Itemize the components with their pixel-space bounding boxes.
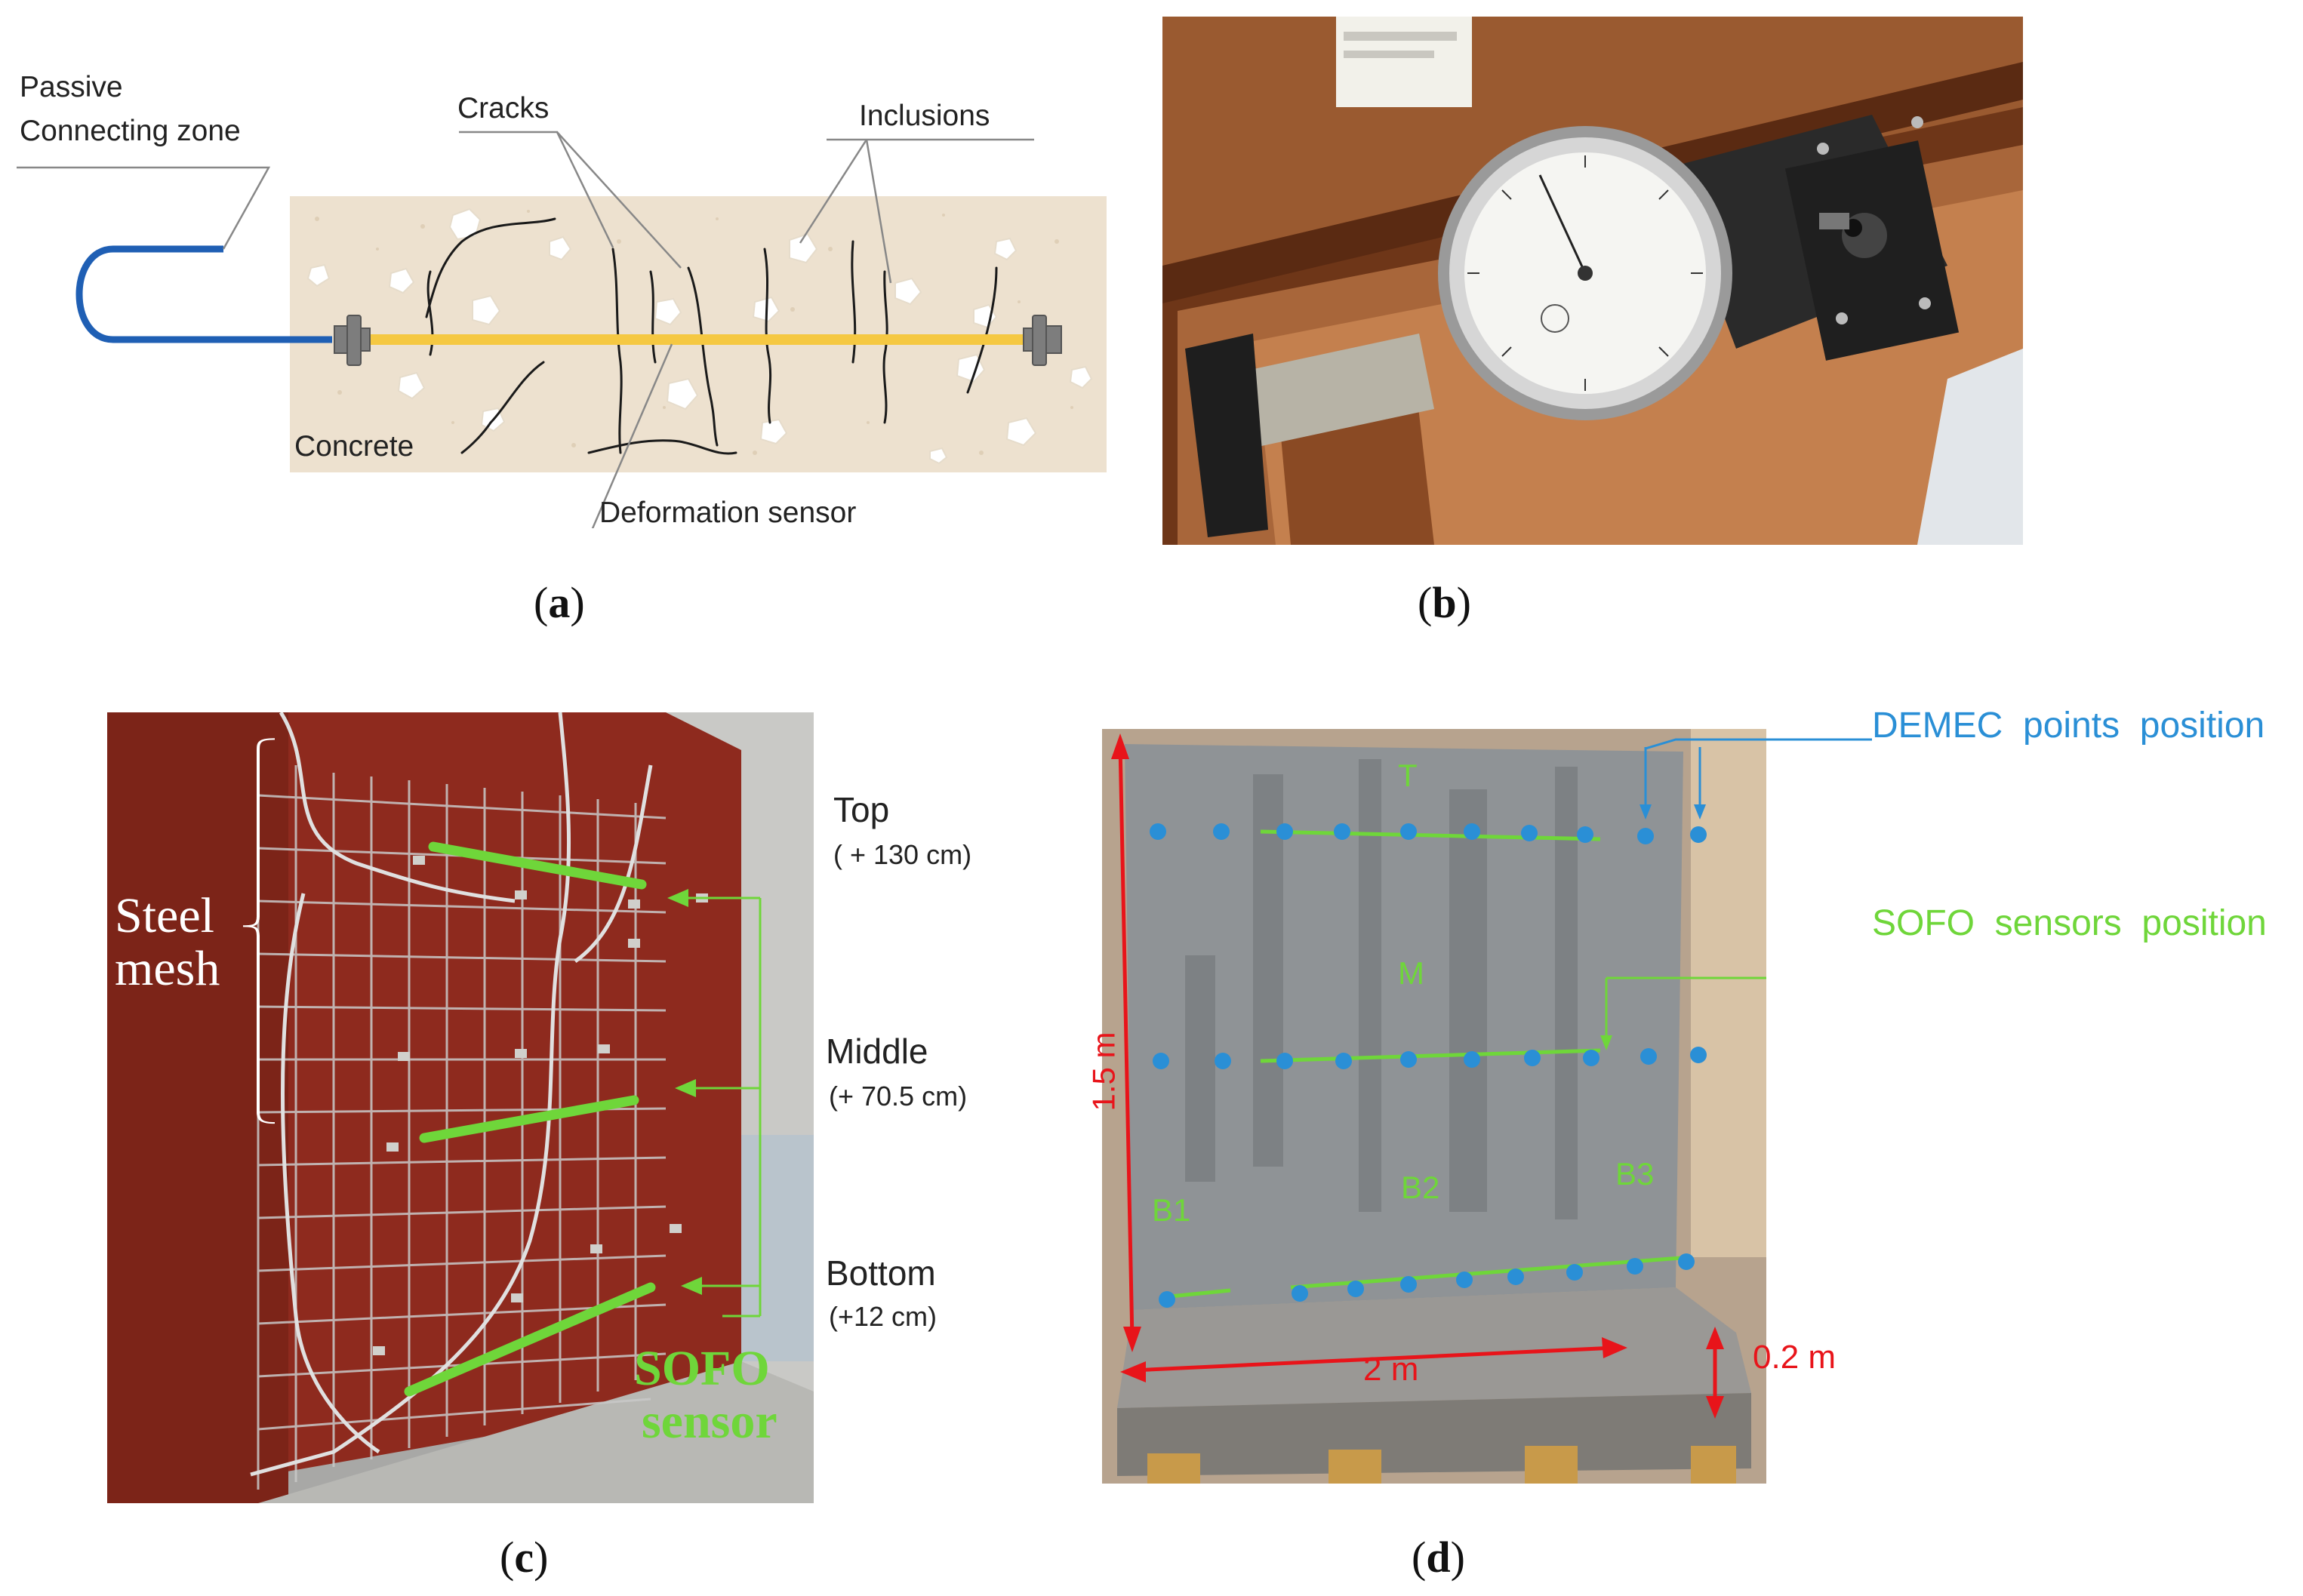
cracks-label: Cracks [457,92,550,125]
demec-points [1150,823,1707,1308]
passive-label-line1: Passive [20,71,123,103]
bottom-height: (+12 cm) [829,1301,938,1332]
left-anchor [334,315,371,366]
b2-label: B2 [1401,1170,1440,1205]
panel-a: Passive Connecting zone Cracks Inclusion… [0,0,1132,626]
concrete-wall-photo [1102,729,1766,1484]
concrete-label: Concrete [294,430,414,463]
sofo-line2: sensor [642,1394,777,1449]
demec-leader [1646,738,1872,750]
sofo-sensors-c [404,841,656,1397]
sofo-arrows-c [681,896,762,1318]
caption-d: (d) [1412,1533,1465,1582]
caption-c: (c) [500,1533,549,1582]
panel-c: Steel mesh SOFO sensor [107,712,814,1503]
top-height: ( + 130 cm) [833,839,972,870]
sofo-position-label: SOFO sensors position [1872,903,2267,943]
sofo-sensors-d [1169,829,1692,1299]
row-middle-label: M [1398,955,1424,991]
panel-b [1162,17,2023,545]
deformation-sensor-bar [361,334,1028,345]
width-dimension: 2 m [1363,1351,1419,1388]
panel-a-diagram [17,131,1107,528]
b3-label: B3 [1615,1156,1655,1192]
b1-label: B1 [1152,1192,1191,1228]
inclusions [306,208,1093,465]
dial-gauge-photo [1162,17,2023,545]
height-dimension: 1.5 m [1085,1032,1122,1112]
demec-label: DEMEC points position [1872,706,2265,746]
middle-height: (+ 70.5 cm) [829,1081,968,1112]
steel-mesh-bracket [242,738,276,1124]
passive-label-line2: Connecting zone [20,115,241,147]
caption-a: (a) [534,578,585,627]
steel-mesh-line1: Steel [115,888,214,943]
caption-b: (b) [1418,578,1471,627]
right-anchor [1023,315,1062,366]
sofo-line1: SOFO [634,1341,770,1396]
sensor-label: Deformation sensor [599,497,857,529]
inclusions-label: Inclusions [859,100,990,132]
top-label: Top [833,790,890,829]
base-dimension: 0.2 m [1753,1339,1837,1376]
passive-cable [75,245,332,343]
steel-mesh-line2: mesh [115,941,220,996]
middle-label: Middle [826,1032,928,1071]
bottom-label: Bottom [826,1253,936,1293]
cracks [425,217,998,455]
panel-d: T M B1 B2 B3 1.5 m 2 m 0.2 m [1086,729,1836,1484]
row-top-label: T [1398,758,1418,793]
steel-mesh-photo [107,712,814,1503]
